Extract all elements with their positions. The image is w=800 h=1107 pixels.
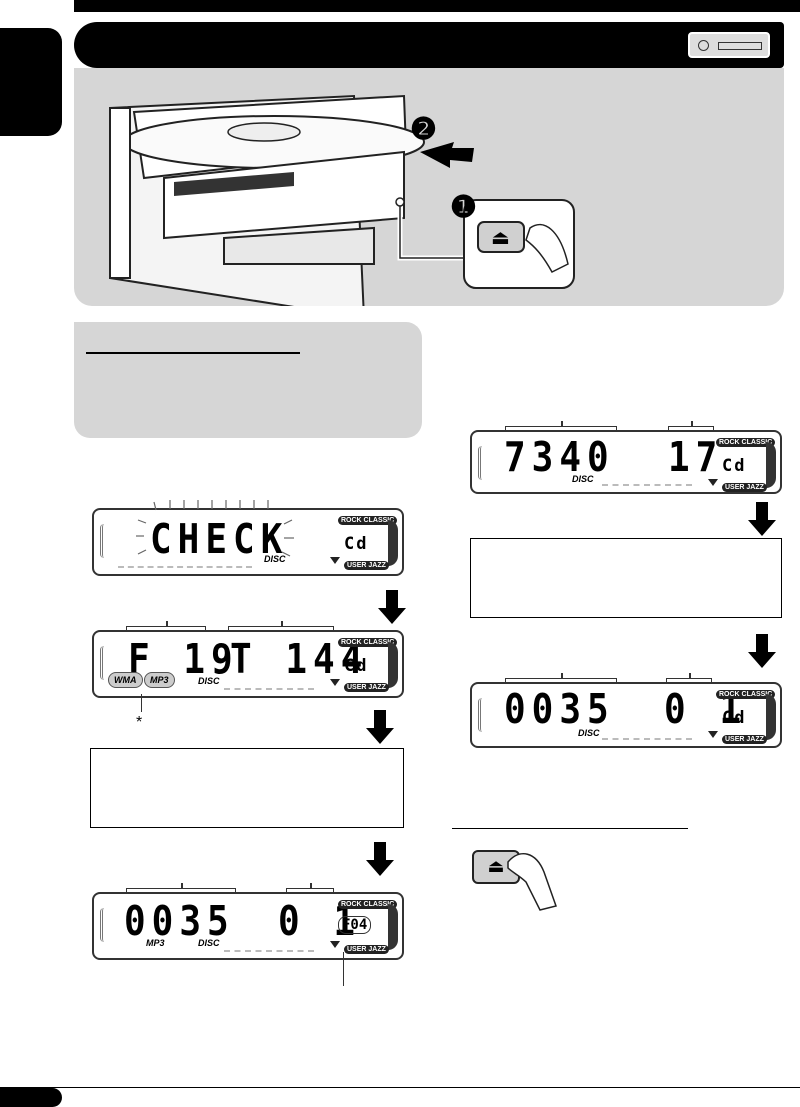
info-box-right: [470, 538, 782, 618]
mode-indicator: ROCK CLASSIC Cd USER JAZZ: [328, 636, 398, 694]
mp3-label: MP3: [146, 938, 165, 948]
total-tracks: 17: [668, 434, 724, 482]
total-time: 7340: [504, 434, 615, 482]
down-arrow: [748, 634, 776, 668]
mp3-badge: MP3: [144, 672, 175, 688]
check-text: CHECK: [150, 516, 289, 564]
down-arrow: [378, 590, 406, 624]
cd-slot-icon: [688, 32, 770, 58]
source-label: Cd: [344, 656, 369, 676]
eject-heading-rule: [452, 828, 688, 829]
page-number-tab: [0, 1088, 62, 1107]
disc-label: DISC: [264, 554, 286, 564]
info-box-left: [90, 748, 404, 828]
source-label: Cd: [722, 708, 747, 728]
down-arrow: [366, 710, 394, 744]
eject-icon: ⏏: [491, 227, 510, 249]
finger-illustration: [507, 852, 557, 911]
bottom-rule: [0, 1087, 800, 1088]
source-label: Cd: [722, 456, 747, 476]
source-label: Cd: [344, 534, 369, 554]
side-tab: [0, 28, 62, 136]
down-arrow: [366, 842, 394, 876]
cd-total-display: 7340 17 DISC ROCK CLASSIC Cd USER JAZZ: [470, 430, 782, 494]
folder-pointer-line: [343, 952, 344, 986]
note-heading-rule: [86, 352, 300, 354]
header-bar: [74, 22, 784, 68]
disc-label: DISC: [578, 728, 600, 738]
top-rule: [74, 0, 800, 12]
mode-indicator: ROCK CLASSIC Cd USER JAZZ: [706, 688, 776, 746]
eject-icon: ⏏: [487, 856, 505, 876]
folder-count-display: F 19 T 144 WMA MP3 DISC ROCK CLASSIC Cd …: [92, 630, 404, 698]
mode-indicator: ROCK CLASSIC Cd USER JAZZ: [706, 436, 776, 494]
wma-badge: WMA: [108, 672, 143, 688]
note-box: [74, 322, 422, 438]
illustration-panel: ❷ ❶ ⏏: [74, 68, 784, 306]
disc-label: DISC: [572, 474, 594, 484]
disc-label: DISC: [198, 676, 220, 686]
mode-indicator: ROCK CLASSIC Cd USER JAZZ: [328, 514, 398, 572]
folder-number: F04: [338, 916, 372, 934]
cd-insert-illustration: [109, 94, 575, 306]
blink-rays: [136, 500, 294, 557]
step-1-marker: ❶: [450, 191, 477, 224]
check-display: CHECK DISC ROCK CLASSIC Cd USER JAZZ: [92, 500, 404, 576]
disc-label: DISC: [198, 938, 220, 948]
step-2-marker: ❷: [410, 113, 437, 146]
down-arrow: [748, 502, 776, 536]
footnote-line: [141, 694, 142, 712]
elapsed-time: 0035: [504, 686, 615, 734]
cd-play-display: 0035 0 1 DISC ROCK CLASSIC Cd USER JAZZ: [470, 682, 782, 748]
mode-indicator: ROCK CLASSIC F04 USER JAZZ: [328, 898, 398, 956]
mp3-play-display: 0035 0 1 MP3 DISC ROCK CLASSIC F04 USER …: [92, 892, 404, 960]
footnote-mark: *: [136, 714, 143, 731]
elapsed-time: 0035: [124, 898, 235, 946]
